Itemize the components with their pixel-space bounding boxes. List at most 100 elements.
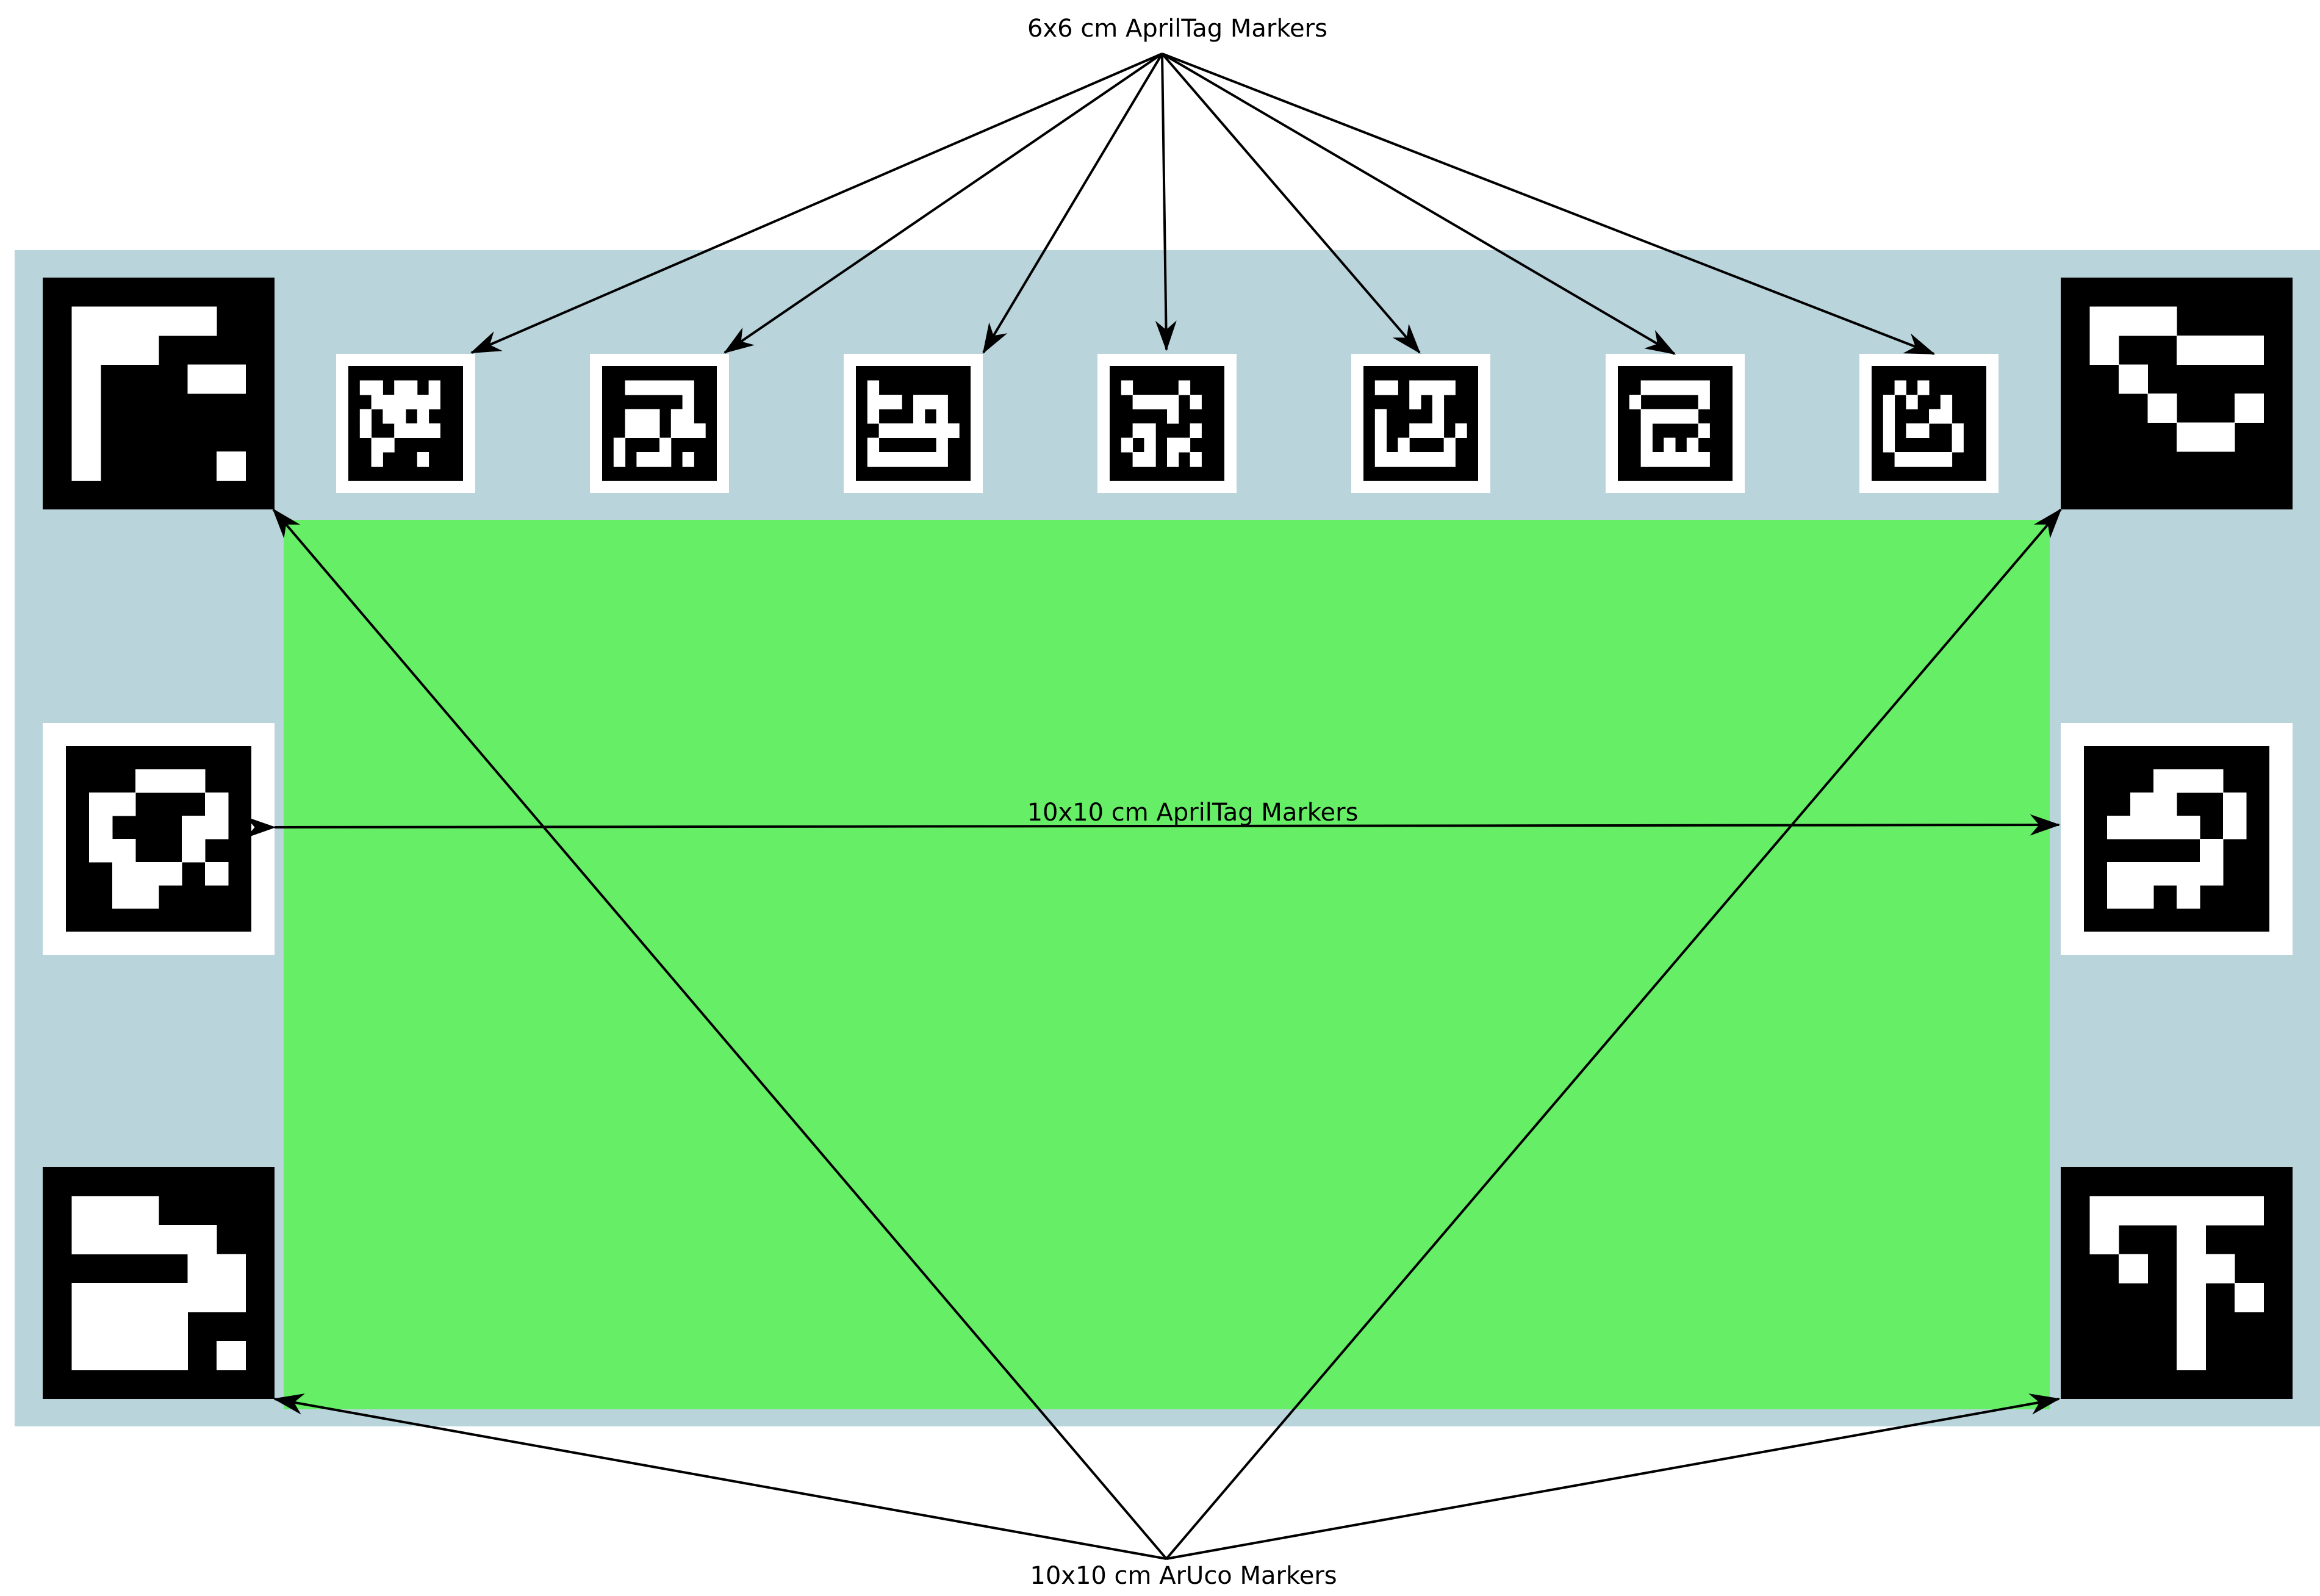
marker-cell bbox=[159, 1225, 188, 1254]
arrow-top-to-small-1 bbox=[470, 52, 1163, 354]
marker-cell bbox=[112, 885, 136, 909]
marker-cell bbox=[613, 437, 626, 453]
marker-cell bbox=[2235, 1283, 2264, 1312]
marker-cell bbox=[1374, 452, 1387, 467]
marker-cell bbox=[1883, 395, 1895, 409]
marker-cell bbox=[625, 409, 637, 424]
marker-cell bbox=[682, 395, 694, 409]
apriltag-large-marker-left bbox=[43, 723, 275, 955]
marker-cell bbox=[382, 437, 395, 453]
marker-cell bbox=[936, 409, 948, 424]
marker-cell bbox=[71, 1341, 101, 1370]
marker-cell bbox=[659, 452, 672, 467]
marker-cell bbox=[2153, 816, 2177, 839]
marker-cell bbox=[129, 1312, 159, 1342]
marker-cell bbox=[406, 395, 418, 409]
marker-cell bbox=[2147, 1196, 2177, 1226]
marker-cell bbox=[1132, 423, 1144, 438]
apriltag-large-marker-right bbox=[2061, 723, 2293, 955]
marker-cell bbox=[135, 769, 159, 793]
marker-cell bbox=[205, 816, 229, 839]
marker-cell bbox=[1652, 452, 1664, 467]
marker-cell bbox=[1952, 423, 1964, 438]
marker-cell bbox=[1443, 380, 1456, 395]
marker-cell bbox=[1398, 437, 1410, 453]
marker-cell bbox=[135, 862, 159, 886]
marker-cell bbox=[867, 395, 880, 409]
marker-cell bbox=[913, 452, 925, 467]
marker-cell bbox=[2153, 793, 2177, 816]
arrow-top-to-small-2 bbox=[723, 52, 1163, 354]
marker-cell bbox=[417, 423, 429, 438]
label-10x10-aruco: 10x10 cm ArUco Markers bbox=[1030, 1562, 1337, 1590]
marker-cell bbox=[1940, 452, 1953, 467]
marker-cell bbox=[659, 380, 672, 395]
marker-cell bbox=[1675, 452, 1687, 467]
marker-cell bbox=[1940, 395, 1953, 409]
marker-cell bbox=[2130, 816, 2154, 839]
marker-cell bbox=[1421, 423, 1433, 438]
marker-cell bbox=[101, 336, 130, 365]
marker-cell bbox=[1652, 409, 1664, 424]
marker-cell bbox=[2177, 885, 2200, 909]
marker-cell bbox=[1883, 437, 1895, 453]
marker-cell bbox=[1917, 380, 1930, 395]
marker-cell bbox=[101, 1312, 130, 1342]
marker-cell bbox=[217, 364, 246, 394]
marker-cell bbox=[129, 1341, 159, 1370]
marker-cell bbox=[867, 409, 880, 424]
marker-cell bbox=[1178, 437, 1191, 453]
marker-cell bbox=[394, 380, 406, 395]
aruco-marker-top-left bbox=[43, 278, 275, 509]
marker-cell bbox=[1686, 437, 1699, 453]
marker-cell bbox=[2177, 336, 2206, 365]
marker-cell bbox=[1640, 452, 1653, 467]
marker-cell bbox=[1686, 452, 1699, 467]
marker-cell bbox=[1917, 452, 1930, 467]
marker-cell bbox=[924, 395, 937, 409]
arrow-top-to-small-5 bbox=[1161, 52, 1421, 354]
label-6x6-apriltag: 6x6 cm AprilTag Markers bbox=[1027, 15, 1327, 43]
marker-cell bbox=[648, 380, 660, 395]
marker-cell bbox=[394, 423, 406, 438]
marker-cell bbox=[129, 1225, 159, 1254]
marker-cell bbox=[382, 395, 395, 409]
marker-cell bbox=[1629, 395, 1642, 409]
marker-cell bbox=[417, 452, 429, 467]
marker-cell bbox=[682, 423, 694, 438]
apriltag-small-marker-3 bbox=[844, 354, 983, 493]
marker-cell bbox=[636, 409, 648, 424]
marker-cell bbox=[1409, 395, 1421, 409]
marker-cell bbox=[129, 336, 159, 365]
marker-cell bbox=[1929, 452, 1941, 467]
marker-cell bbox=[1640, 380, 1653, 395]
marker-cell bbox=[187, 1225, 217, 1254]
marker-cell bbox=[1409, 423, 1421, 438]
marker-cell bbox=[867, 380, 880, 395]
marker-cell bbox=[2235, 1196, 2264, 1226]
marker-cell bbox=[359, 423, 372, 438]
marker-cell bbox=[1432, 452, 1445, 467]
apriltag-small-marker-2 bbox=[590, 354, 729, 493]
marker-cell bbox=[1144, 423, 1156, 438]
marker-cell bbox=[2130, 862, 2154, 886]
marker-cell bbox=[1929, 409, 1941, 424]
marker-cell bbox=[1421, 452, 1433, 467]
marker-cell bbox=[101, 1283, 130, 1312]
marker-cell bbox=[217, 1254, 246, 1284]
arrow-bottom-to-aruco-bottom-right bbox=[1166, 1393, 2061, 1560]
marker-cell bbox=[2130, 885, 2154, 909]
marker-cell bbox=[101, 1225, 130, 1254]
marker-cell bbox=[1386, 380, 1398, 395]
marker-cell bbox=[1374, 423, 1387, 438]
marker-cell bbox=[1374, 409, 1387, 424]
marker-cell bbox=[71, 364, 101, 394]
marker-cell bbox=[648, 423, 660, 438]
marker-cell bbox=[947, 423, 960, 438]
apriltag-small-marker-6 bbox=[1606, 354, 1745, 493]
marker-cell bbox=[1698, 452, 1710, 467]
marker-cell bbox=[670, 409, 683, 424]
marker-cell bbox=[135, 885, 159, 909]
marker-cell bbox=[1121, 380, 1133, 395]
aruco-marker-bottom-right bbox=[2061, 1167, 2293, 1399]
